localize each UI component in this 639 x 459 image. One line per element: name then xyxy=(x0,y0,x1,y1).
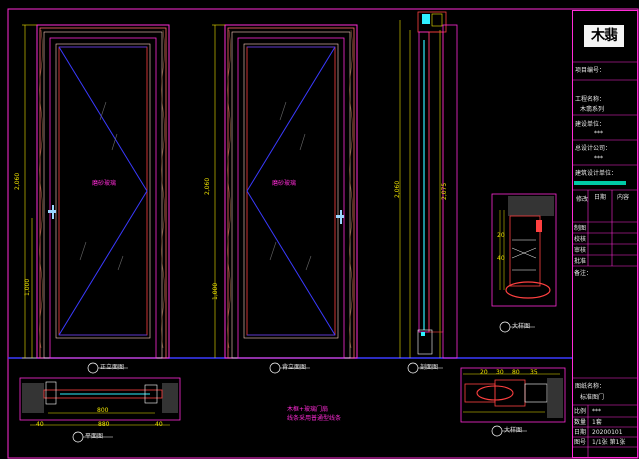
remarks-label: 备注： xyxy=(574,270,593,277)
marker-back xyxy=(269,362,281,374)
glass-label-front: 磨砂玻璃 xyxy=(92,180,117,187)
marker-detail-a xyxy=(499,321,511,333)
sheet-value: 1/1张 第1张 xyxy=(592,439,626,446)
door-section-view xyxy=(399,11,458,359)
detail-dim: 35 xyxy=(530,369,538,376)
scale-label: 比例 xyxy=(574,408,587,415)
door-plan-view xyxy=(19,377,181,426)
date-col-header: 日期 xyxy=(594,194,607,201)
view-label-detail-a: 大样图 xyxy=(512,323,531,330)
view-label-detail-b: 大样图 xyxy=(504,427,523,434)
qty-value: 1套 xyxy=(592,419,602,426)
dim-height-front: 2,060 xyxy=(14,172,21,190)
plan-dim-inner: 800 xyxy=(97,407,109,414)
general-design-label: 总设计公司： xyxy=(575,145,612,152)
sub-design-label: 建筑设计单位： xyxy=(575,170,618,177)
sheet-border xyxy=(7,8,639,459)
title-block xyxy=(572,10,638,458)
door-front-elevation xyxy=(36,24,170,359)
marker-section xyxy=(407,362,419,374)
note-line-1: 木框+玻璃门扇 xyxy=(287,406,329,413)
general-design-value: *** xyxy=(594,155,603,162)
dim-handle-back: 1,000 xyxy=(212,282,219,300)
project-name-value: 木翡系列 xyxy=(580,106,605,113)
detail-a-drawing xyxy=(491,193,557,307)
marker-front xyxy=(87,362,99,374)
project-no-label: 项目编号： xyxy=(575,67,606,74)
dim-handle-front: 1,000 xyxy=(24,278,31,296)
content-col-header: 内容 xyxy=(617,194,630,201)
view-label-back: 背立面图 xyxy=(282,364,307,371)
row-label: 批准 xyxy=(574,258,587,265)
marker-plan xyxy=(72,431,84,443)
sheet-label: 图号 xyxy=(574,439,587,446)
view-label-plan: 平面图 xyxy=(85,433,104,440)
qty-label: 数量 xyxy=(574,419,587,426)
project-name-label: 工程名称： xyxy=(575,96,606,103)
design-unit-value: *** xyxy=(594,130,603,137)
company-logo: 木翡 xyxy=(584,25,624,47)
dim-height-back: 2,060 xyxy=(204,177,211,195)
title-block-lines xyxy=(572,61,638,458)
detail-dim: 30 xyxy=(496,369,504,376)
detail-dim: 80 xyxy=(512,369,520,376)
dim-section-height: 2,060 xyxy=(394,180,401,198)
plan-dim-right: 40 xyxy=(155,421,163,428)
date-label: 日期 xyxy=(574,429,587,436)
view-label-front: 正立面图 xyxy=(100,364,125,371)
detail-b-drawing xyxy=(460,367,566,423)
plan-dim-outer: 880 xyxy=(98,421,110,428)
status-bar xyxy=(574,181,626,185)
date-value: 20200101 xyxy=(592,429,623,436)
row-label: 审核 xyxy=(574,247,587,254)
scale-value: *** xyxy=(592,408,601,415)
drawing-name-value: 标准图门 xyxy=(580,394,605,401)
drawing-name-label: 图纸名称： xyxy=(575,383,606,390)
marker-detail-b xyxy=(491,425,503,437)
detail-dim: 20 xyxy=(480,369,488,376)
view-label-section: 剖面图 xyxy=(420,364,439,371)
plan-dim-left: 40 xyxy=(36,421,44,428)
detail-dim: 40 xyxy=(497,255,505,262)
row-label: 制图 xyxy=(574,225,587,232)
detail-dim: 20 xyxy=(497,232,505,239)
design-unit-label: 建设单位： xyxy=(575,121,606,128)
row-label: 校核 xyxy=(574,236,587,243)
note-line-2: 线条采用普通型线条 xyxy=(287,415,342,422)
door-back-elevation xyxy=(224,24,358,359)
revision-label: 修改 xyxy=(576,196,589,203)
dim-frame-total: 2,075 xyxy=(441,182,448,200)
glass-label-back: 磨砂玻璃 xyxy=(272,180,297,187)
